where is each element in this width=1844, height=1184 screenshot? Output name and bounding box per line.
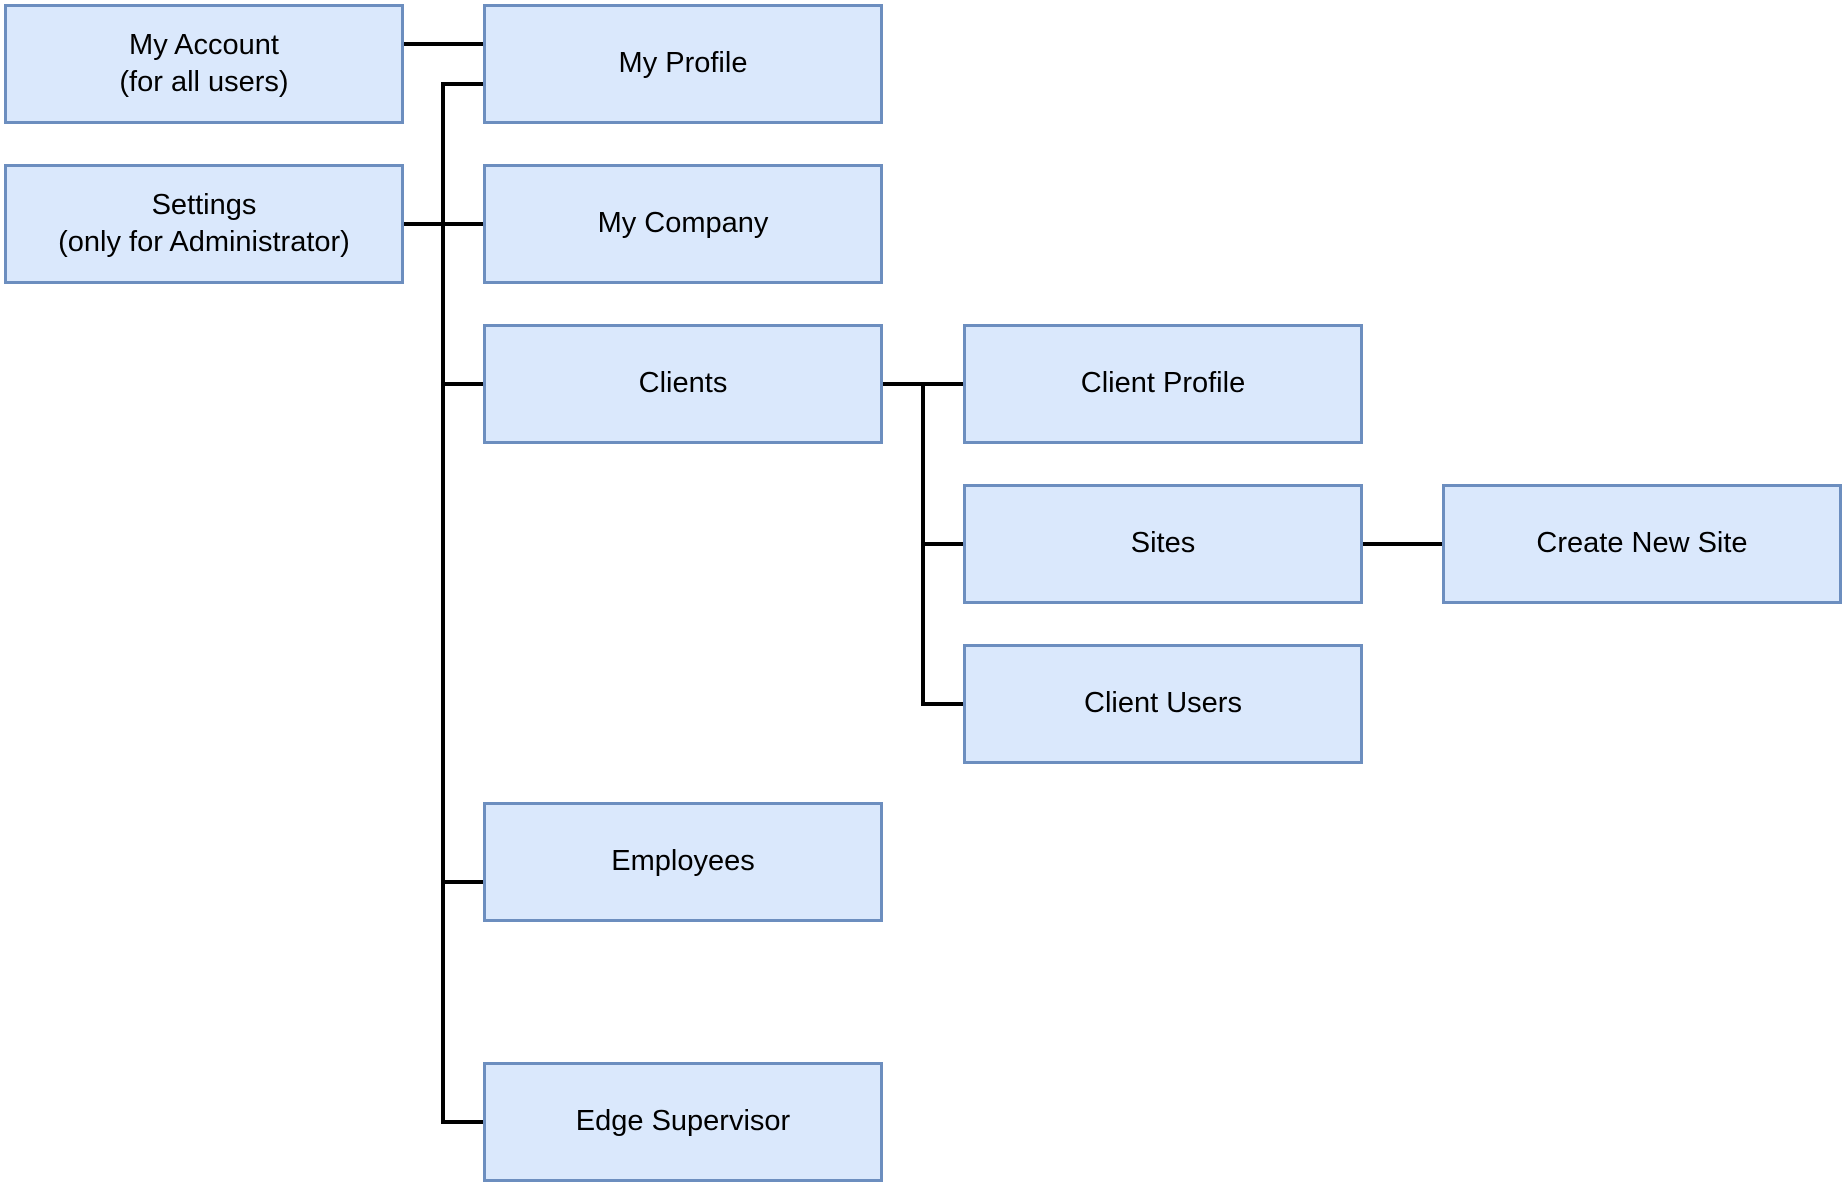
node-client-users: Client Users — [963, 644, 1363, 764]
node-edge-supervisor: Edge Supervisor — [483, 1062, 883, 1182]
node-clients: Clients — [483, 324, 883, 444]
node-employees: Employees — [483, 802, 883, 922]
node-sites: Sites — [963, 484, 1363, 604]
edge-trunk-my-profile-to-edge-supervisor — [441, 82, 483, 1124]
node-my-profile: My Profile — [483, 4, 883, 124]
node-settings: Settings (only for Administrator) — [4, 164, 404, 284]
node-create-new-site: Create New Site — [1442, 484, 1842, 604]
node-my-account: My Account (for all users) — [4, 4, 404, 124]
edge-branch-client-users — [921, 384, 963, 706]
node-my-company: My Company — [483, 164, 883, 284]
node-client-profile: Client Profile — [963, 324, 1363, 444]
